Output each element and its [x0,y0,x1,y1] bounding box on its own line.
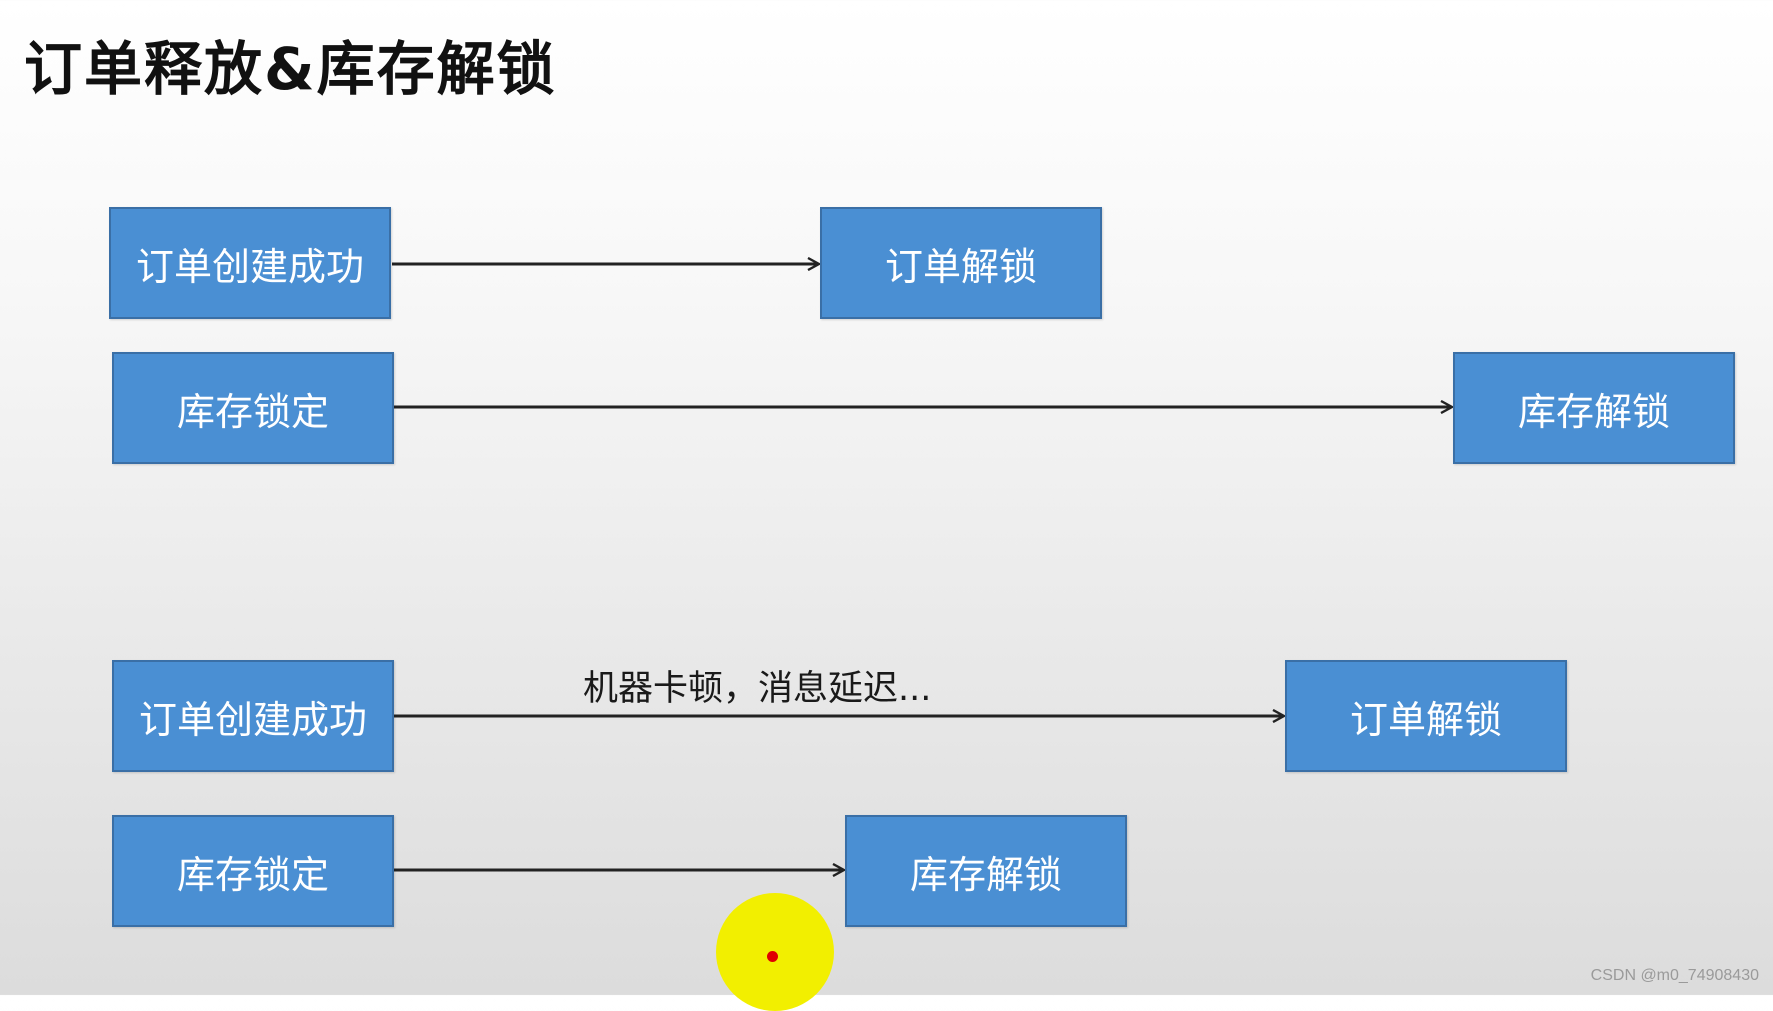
watermark: CSDN @m0_74908430 [1590,967,1759,984]
order-unlock-box: 订单解锁 [820,207,1102,319]
delayed-order-created-box: 订单创建成功 [112,660,394,772]
cursor-dot-icon [767,951,778,962]
delayed-stock-unlock-box: 库存解锁 [845,815,1127,927]
stock-lock-box: 库存锁定 [112,352,394,464]
order-created-box: 订单创建成功 [109,207,391,319]
delayed-stock-lock-box: 库存锁定 [112,815,394,927]
page-title: 订单释放&库存解锁 [24,35,557,103]
stock-unlock-box: 库存解锁 [1453,352,1735,464]
delay-note: 机器卡顿，消息延迟... [583,669,932,709]
delayed-order-unlock-box: 订单解锁 [1285,660,1567,772]
